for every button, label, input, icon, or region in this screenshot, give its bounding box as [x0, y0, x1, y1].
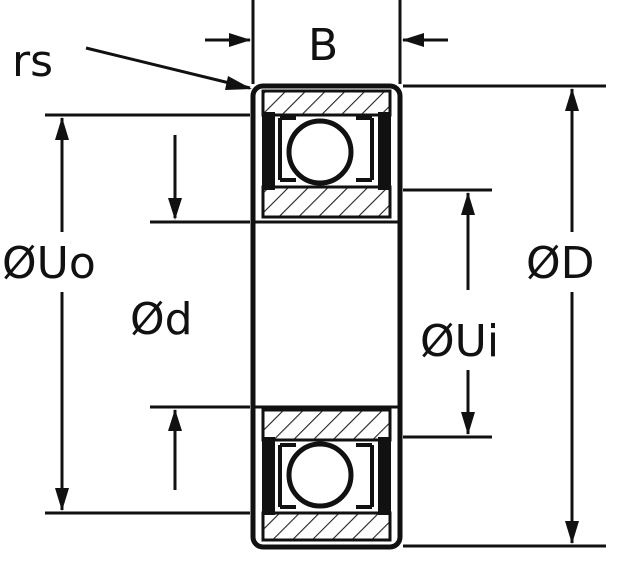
inner-ring-bottom	[261, 408, 392, 442]
ball-top	[286, 118, 354, 186]
raceway-top	[278, 116, 374, 182]
seal-top-right	[378, 112, 391, 190]
inner-ring-top	[261, 185, 392, 219]
inner-land-arrow-bottom	[461, 412, 475, 435]
chamfer-leader	[85, 46, 251, 90]
outer-dia-arrow-bottom	[565, 521, 579, 544]
dimension-width: B	[205, 0, 448, 84]
outer-land-label: ØUo	[2, 238, 96, 289]
outer-dia-label: ØD	[526, 238, 595, 289]
dimension-inner-land: ØUi	[403, 188, 499, 439]
outer-land-arrow-bottom	[55, 488, 69, 511]
bearing-outline	[250, 83, 403, 550]
outer-dia-arrow-top	[565, 88, 579, 111]
width-arrow-right	[402, 33, 424, 47]
dimension-outer-dia: ØD	[403, 84, 606, 548]
outer-ring-bottom	[261, 511, 392, 542]
bore-label: Ød	[130, 294, 193, 345]
outer-ring-top	[261, 89, 392, 117]
bore-arrow-bottom	[168, 409, 182, 431]
seal-bottom-right	[378, 437, 391, 515]
bore-arrow-top	[168, 198, 182, 220]
inner-land-arrow-top	[461, 192, 475, 215]
width-label: B	[308, 20, 338, 71]
outer-land-arrow-top	[55, 117, 69, 140]
inner-land-label: ØUi	[420, 316, 499, 367]
dimension-chamfer: rs	[12, 36, 252, 90]
chamfer-arrow	[225, 76, 252, 90]
bearing-cross-section	[250, 83, 403, 550]
seal-bottom-left	[262, 437, 275, 515]
ball-bottom	[286, 441, 354, 509]
chamfer-label: rs	[12, 36, 53, 87]
dimension-outer-land: ØUo	[2, 113, 250, 515]
raceway-bottom	[278, 443, 374, 509]
width-arrow-left	[229, 33, 251, 47]
dimension-bore: Ød	[130, 135, 250, 490]
seal-top-left	[262, 112, 275, 190]
